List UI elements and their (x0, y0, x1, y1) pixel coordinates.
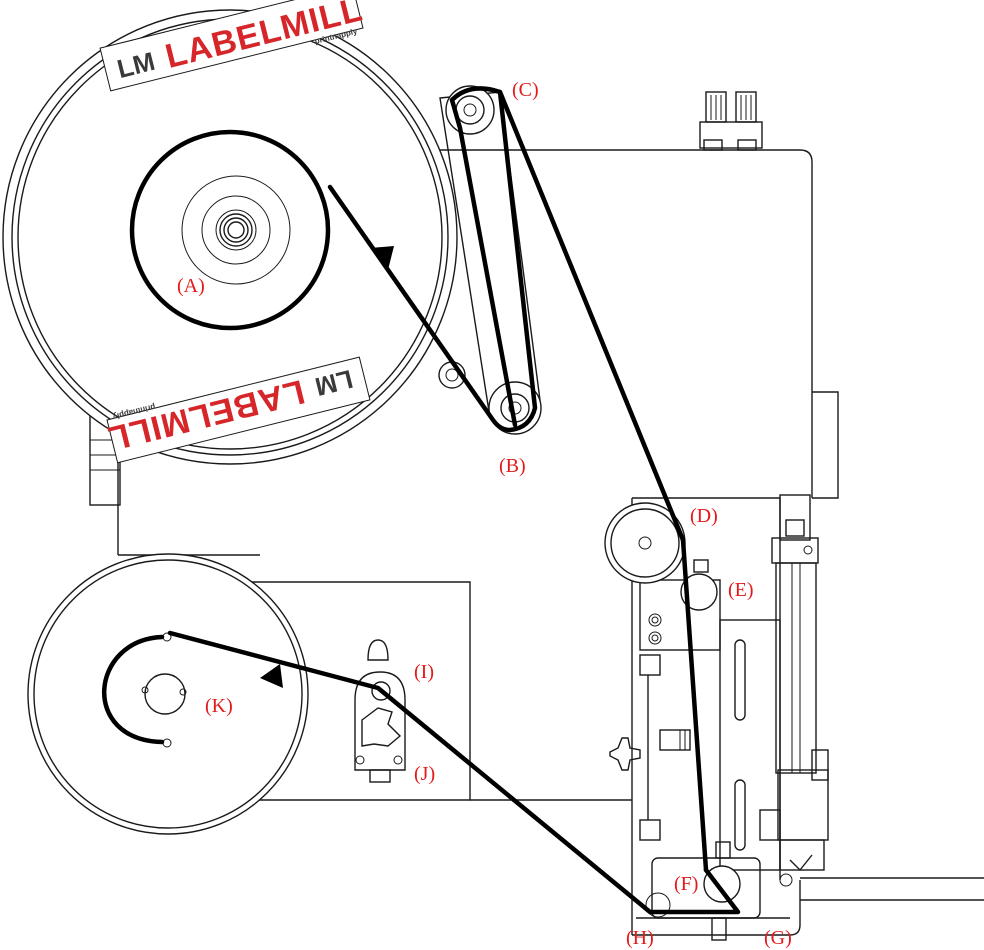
pinch-roller (680, 559, 718, 611)
label-g: (G) (764, 927, 792, 949)
peel-assembly (636, 841, 790, 941)
label-web-path (167, 86, 741, 915)
label-i: (I) (414, 661, 434, 683)
label-b: (B) (499, 455, 526, 477)
label-d: (D) (690, 505, 718, 527)
tension-arm (354, 639, 406, 783)
label-k: (K) (205, 695, 233, 717)
label-h: (H) (626, 927, 654, 949)
label-a: (A) (177, 275, 205, 297)
rewind-reel (27, 553, 309, 835)
top-adjustment-knobs (699, 91, 763, 151)
feed-direction-arrow (370, 246, 394, 270)
label-j: (J) (414, 763, 435, 785)
label-e: (E) (728, 579, 754, 601)
supply-reel (2, 9, 458, 465)
label-f: (F) (674, 873, 698, 895)
rewind-direction-arrow (260, 664, 283, 688)
drive-roller (604, 502, 686, 584)
callout-labels: (A) (B) (C) (D) (E) (F) (G) (H) (I) (J) … (177, 79, 792, 949)
label-c: (C) (512, 79, 539, 101)
rewind-plate (250, 581, 632, 801)
